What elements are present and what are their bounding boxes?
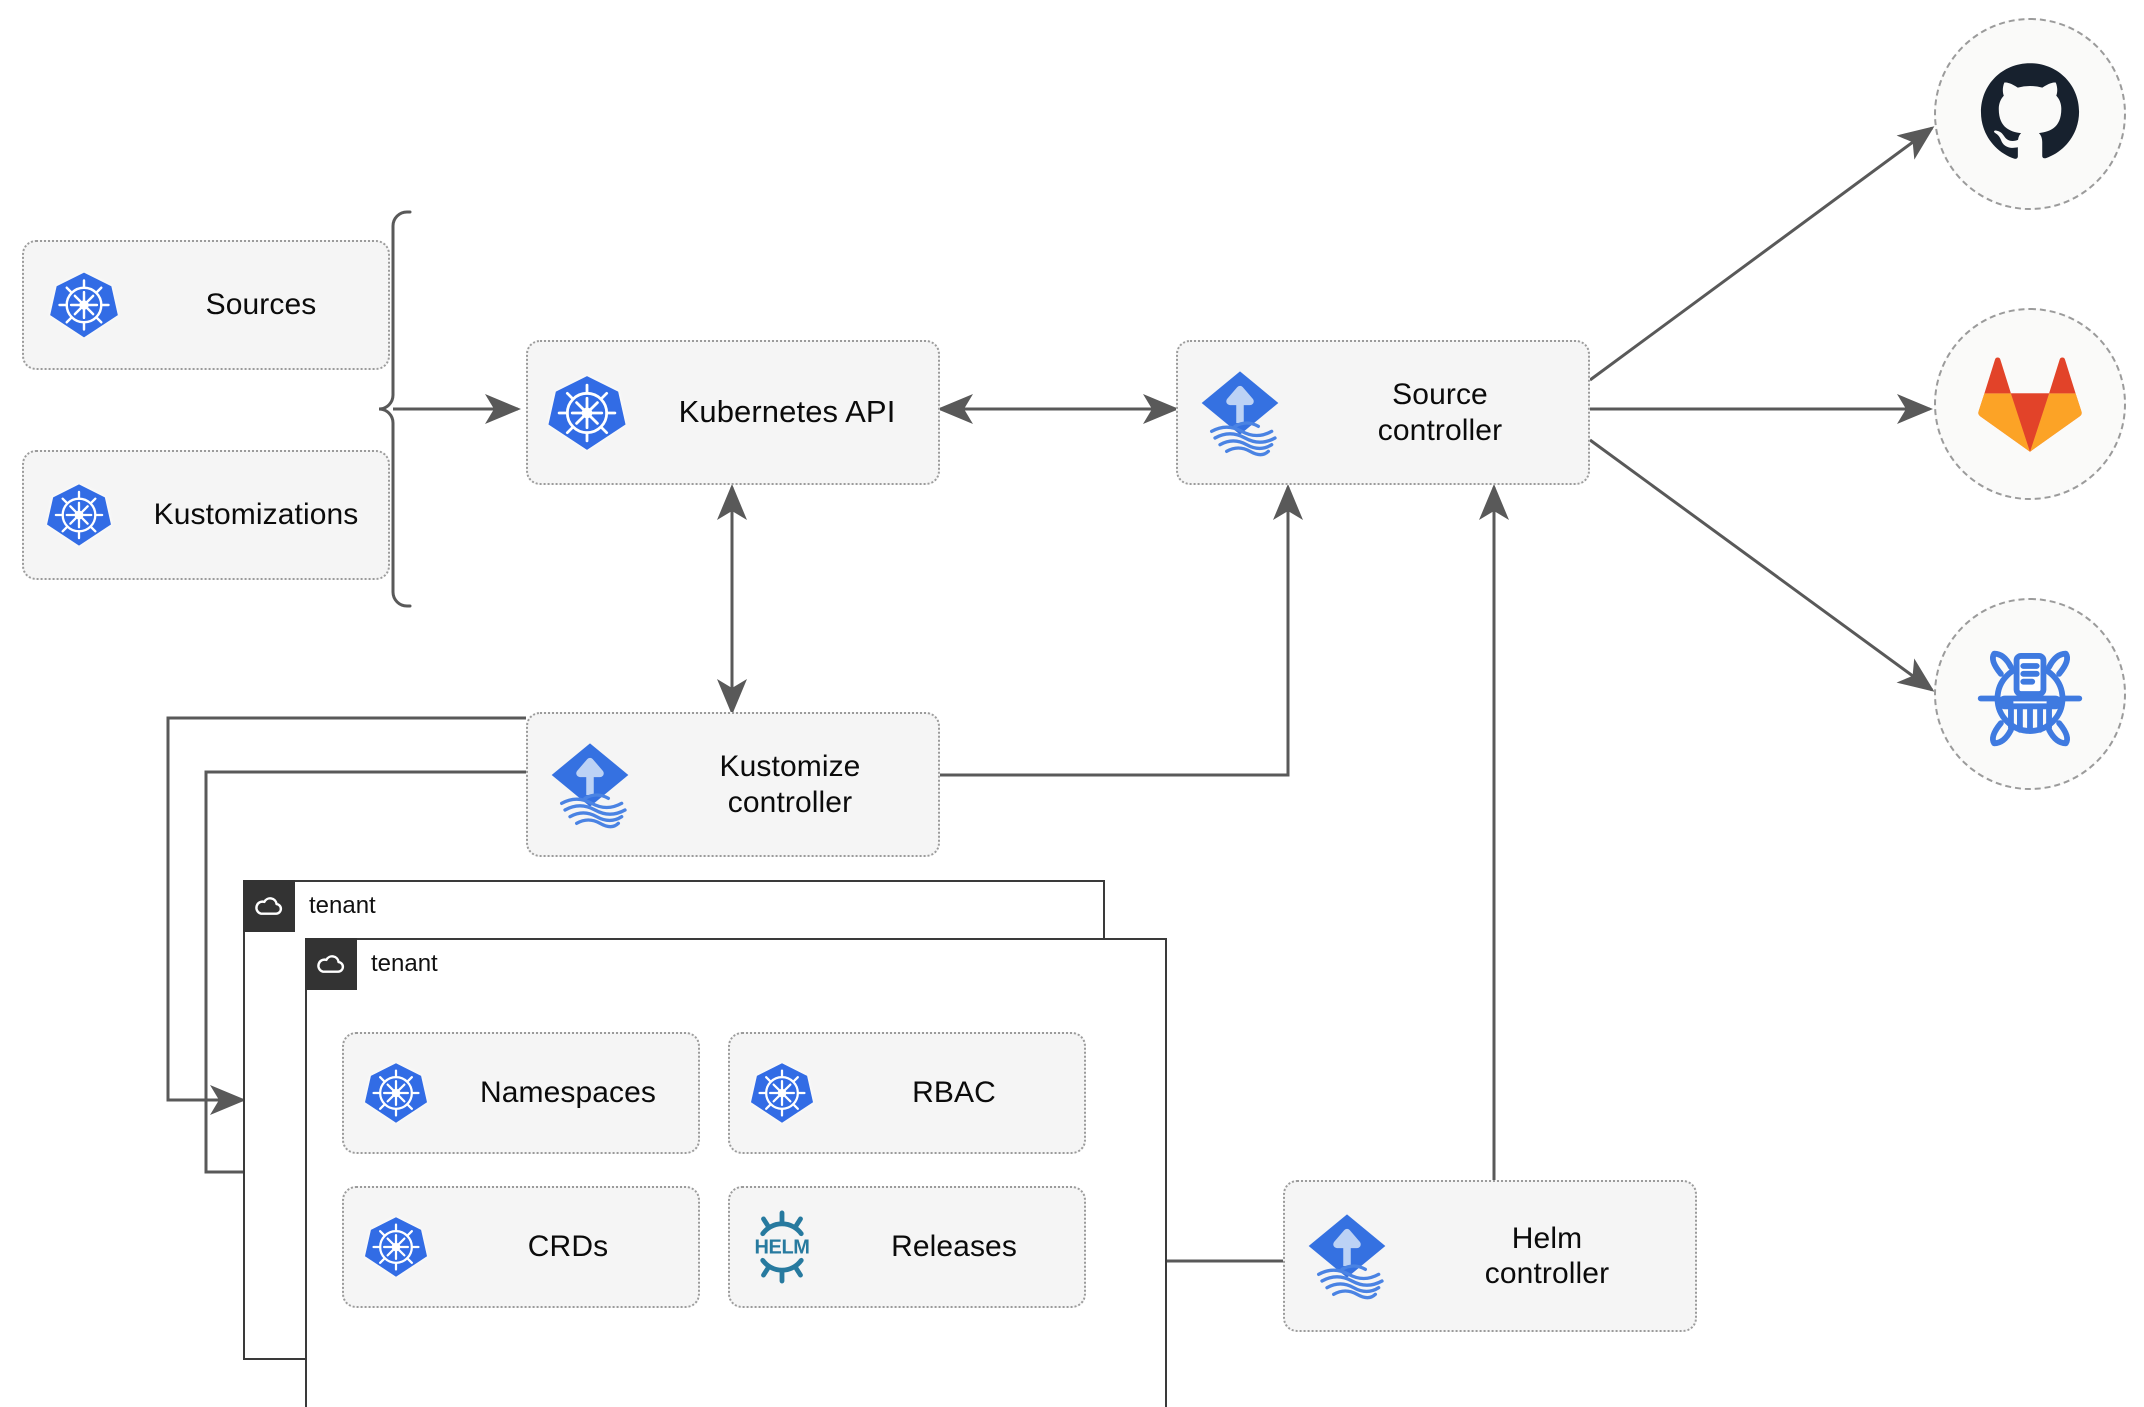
node-label: Kubernetes API (678, 394, 896, 430)
node-label-line2: controller (727, 785, 853, 819)
node-kubernetes-api[interactable]: Kubernetes API (526, 340, 940, 485)
gitlab-icon (1978, 357, 2082, 452)
node-label: Releases (891, 1230, 1017, 1264)
provider-github[interactable] (1934, 18, 2126, 210)
provider-gitlab[interactable] (1934, 308, 2126, 500)
tenant-container-front: tenant (305, 938, 1167, 1407)
tenant-tab-front: tenant (305, 938, 438, 990)
node-label-line1: Source (1392, 378, 1488, 412)
cloud-icon (243, 880, 295, 932)
kubernetes-icon (344, 1060, 448, 1126)
kubernetes-icon (730, 1060, 834, 1126)
node-label: Kustomizations (153, 498, 359, 532)
node-label: Source controller (1302, 377, 1588, 448)
svg-text:HELM: HELM (754, 1237, 809, 1259)
node-label-line1: Kustomize (719, 750, 861, 784)
node-label-line2: controller (1484, 1257, 1610, 1290)
node-label: Helm controller (1409, 1221, 1695, 1292)
kubernetes-icon (24, 269, 144, 341)
cloud-icon (305, 938, 357, 990)
tenant-label-back: tenant (309, 892, 376, 919)
node-helm-controller[interactable]: Helm controller (1283, 1180, 1697, 1332)
kubernetes-icon (24, 481, 134, 549)
node-namespaces[interactable]: Namespaces (342, 1032, 700, 1154)
flux-icon (1285, 1211, 1409, 1301)
flux-icon (1178, 368, 1302, 458)
kubernetes-icon (528, 372, 646, 454)
node-crds[interactable]: CRDs (342, 1186, 700, 1308)
chart-repository-icon (1977, 650, 2083, 747)
node-sources[interactable]: Sources (22, 240, 390, 370)
node-source-controller[interactable]: Source controller (1176, 340, 1590, 485)
github-icon (1980, 63, 2080, 159)
node-label: RBAC (912, 1076, 996, 1110)
node-kustomizations[interactable]: Kustomizations (22, 450, 390, 580)
node-label-line2: controller (1377, 413, 1503, 447)
node-label-line1: Helm (1511, 1221, 1583, 1255)
node-kustomize-controller[interactable]: Kustomize controller (526, 712, 940, 857)
node-label: CRDs (527, 1230, 609, 1264)
node-releases[interactable]: HELM Releases (728, 1186, 1086, 1308)
provider-chart-repository[interactable] (1934, 598, 2126, 790)
tenant-label-front: tenant (371, 950, 438, 977)
node-rbac[interactable]: RBAC (728, 1032, 1086, 1154)
flux-icon (528, 740, 652, 830)
node-label: Sources (205, 288, 317, 322)
node-label: Kustomize controller (652, 749, 938, 820)
node-label: Namespaces (479, 1076, 657, 1110)
kubernetes-icon (344, 1214, 448, 1280)
tenant-tab-back: tenant (243, 880, 376, 932)
helm-icon: HELM (730, 1210, 834, 1284)
